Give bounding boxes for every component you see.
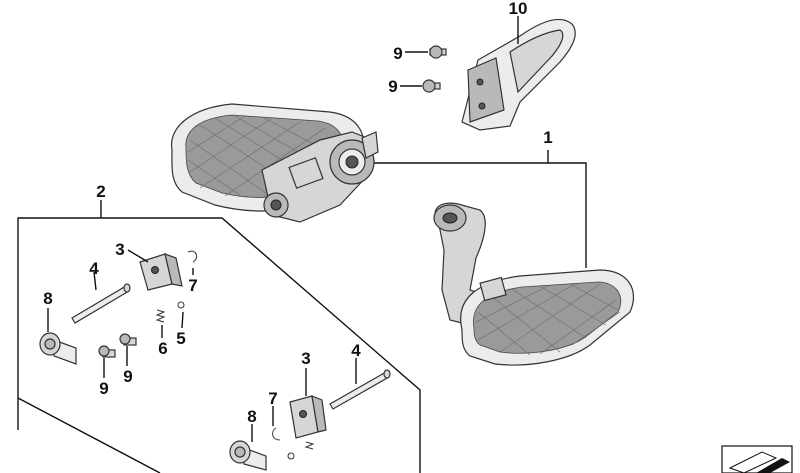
heel-guard: [461, 19, 576, 131]
clip-upper: [187, 250, 198, 263]
callout-3-upper: 3: [115, 240, 124, 259]
callout-8-lower: 8: [247, 407, 256, 426]
bracket-lower: [289, 395, 327, 439]
callout-10: 10: [509, 0, 528, 18]
callout-9-d: 9: [123, 367, 132, 386]
callout-1: 1: [543, 128, 552, 147]
leader-1: [372, 150, 587, 268]
callout-4-lower: 4: [351, 341, 361, 360]
screw-b: [422, 79, 441, 93]
callout-8-upper: 8: [43, 289, 52, 308]
screw-a: [429, 45, 447, 59]
footboard-right: [433, 202, 635, 366]
callout-5: 5: [176, 329, 185, 348]
callout-6: 6: [158, 339, 167, 358]
kit-frame-2: [17, 200, 421, 473]
screw-c: [98, 345, 116, 358]
callout-3-lower: 3: [301, 349, 310, 368]
clip-lower: [272, 427, 281, 441]
bolt-lower: [229, 440, 267, 471]
callout-9-a: 9: [393, 44, 402, 63]
callout-2: 2: [96, 182, 105, 201]
parts-catalog-mark-icon: [721, 445, 793, 473]
screw-d: [119, 333, 137, 346]
bracket-upper: [139, 253, 183, 291]
ball: [177, 301, 185, 309]
callout-9-b: 9: [388, 77, 397, 96]
callout-4-upper: 4: [89, 259, 99, 278]
spring-lower: [304, 441, 315, 450]
callout-labels: 1 2 3 3 4 4 5 6 7 7 8 8 9 9 9 9 10: [43, 0, 552, 426]
tread-pattern-right: [475, 283, 621, 356]
callout-leaders: [47, 16, 519, 442]
bolt-upper: [39, 332, 77, 365]
pin-upper: [71, 283, 131, 324]
pin-lower: [329, 369, 391, 410]
ball-lower: [287, 452, 295, 460]
callout-7-upper: 7: [188, 276, 197, 295]
callout-7-lower: 7: [268, 389, 277, 408]
callout-9-c: 9: [99, 379, 108, 398]
footboard-left: [170, 103, 379, 223]
spring: [155, 309, 166, 323]
